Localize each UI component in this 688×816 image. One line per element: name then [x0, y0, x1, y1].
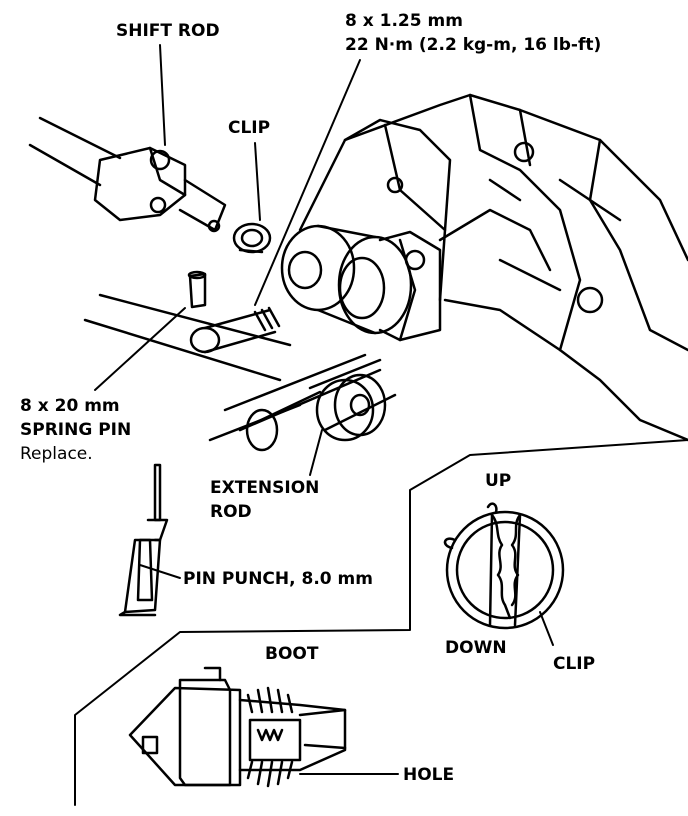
- label-extension-rod-2: ROD: [210, 502, 252, 522]
- label-bolt-size: 8 x 1.25 mm: [345, 11, 463, 31]
- clip-top-shape: [232, 222, 272, 254]
- label-hole: HOLE: [403, 765, 455, 785]
- label-extension-rod-1: EXTENSION: [210, 478, 320, 498]
- label-spring-pin-size: 8 x 20 mm: [20, 396, 120, 416]
- spring-pin-shape: [187, 270, 207, 309]
- extension-rod-shape: [83, 293, 397, 452]
- label-up: UP: [485, 471, 512, 491]
- label-shift-rod: SHIFT ROD: [116, 21, 220, 41]
- leader-lines: [94, 44, 554, 775]
- label-clip-detail: CLIP: [553, 654, 596, 674]
- pin-punch-shape: [118, 463, 169, 617]
- label-replace: Replace.: [20, 444, 93, 464]
- clip-detail-shape: [443, 502, 565, 630]
- transmission-housing: [298, 93, 688, 442]
- label-boot: BOOT: [265, 644, 319, 664]
- label-down: DOWN: [445, 638, 507, 658]
- shift-rod-shape: [28, 116, 227, 233]
- label-clip-top: CLIP: [228, 118, 271, 138]
- label-spring-pin: SPRING PIN: [20, 420, 132, 440]
- label-pin-punch: PIN PUNCH, 8.0 mm: [183, 569, 373, 589]
- joint-assembly: [280, 224, 442, 342]
- detail-frame: [74, 439, 688, 806]
- boot-assembly-shape: [128, 666, 347, 788]
- label-torque: 22 N·m (2.2 kg-m, 16 lb-ft): [345, 35, 602, 55]
